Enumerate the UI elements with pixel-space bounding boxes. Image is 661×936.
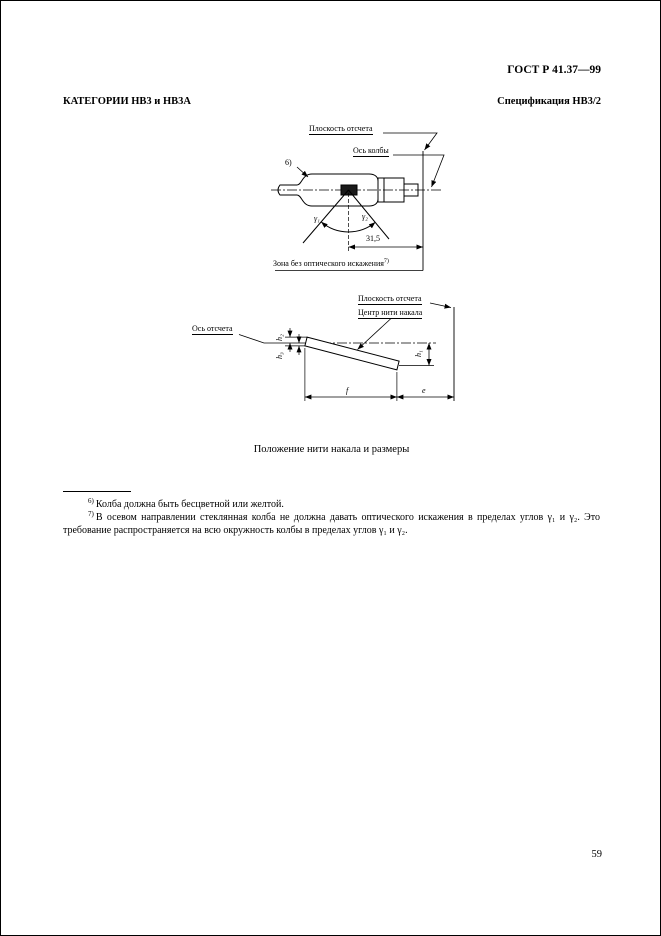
page-number: 59 [591,849,603,860]
bulb-body-bottom [297,195,378,206]
figure-filament-position: Плоскость отсчета Центр нити накала Ось … [186,291,486,441]
fig1-zone-footnote-ref: 7) [383,258,389,265]
bulb-terminal [404,184,418,196]
reference-axis-line [239,335,436,344]
filament-center-leader [358,319,392,350]
fig2-dim-h2-label: h₂ [274,334,284,341]
fig2-reference-plane-label: Плоскость отсчета [358,294,422,306]
reference-plane-leader [430,303,451,309]
fig1-dim-31-5: 31,5 [366,234,380,243]
fig1-gamma2-label: γ₂ [362,212,368,221]
footnote-7-marker: 7) [88,509,94,518]
fig2-dim-h3-label: h₃ [274,352,284,359]
bulb-footnote-leader [297,167,308,177]
figure2-drawing [186,291,486,441]
bulb-axis-leader [393,155,444,187]
figure-caption: Положение нити накала и размеры [253,444,410,455]
footnote-7: 7)В осевом направлении стеклянная колба … [63,509,600,537]
fig1-bulb-axis-label: Ось колбы [353,146,389,158]
fig2-dim-e-label: e [422,386,426,395]
distortion-angle-lines [303,190,389,251]
footnotes-block: 6)Колба должна быть бесцветной или желто… [63,496,600,538]
fig1-zone-label-text: Зона без оптического искажения [273,259,384,268]
footnote-6: 6)Колба должна быть бесцветной или желто… [63,496,600,511]
leader-lines [358,303,452,350]
fig1-zone-label: Зона без оптического искажения7) [273,258,389,268]
fig1-bulb-footnote-ref: 6) [285,158,292,167]
footnote-divider [63,491,131,492]
spec-title: Спецификация НВ3/2 [497,96,601,107]
footnote-7-text: В осевом направлении стеклянная колба не… [63,512,600,537]
footnote-6-marker: 6) [88,496,94,505]
filament-body [305,337,399,370]
fig1-reference-plane-label: Плоскость отсчета [309,124,373,136]
bulb-body-top [297,174,378,185]
exhaust-tube [278,185,297,195]
leader-lines [297,133,444,187]
angle-arc [321,222,375,232]
fig2-filament-center-label: Центр нити накала [358,308,423,320]
footnote-6-text: Колба должна быть бесцветной или желтой. [95,499,284,510]
fig2-dim-f-label: f [346,386,349,395]
figure1-drawing [251,121,491,281]
doc-number: ГОСТ Р 41.37—99 [507,64,601,76]
reference-plane-leader [383,133,437,150]
fig2-reference-axis-label: Ось отсчета [192,324,233,336]
fig2-dim-h1-label: h₁ [413,350,423,357]
fig1-gamma1-label: γ₁ [314,214,320,223]
category-title: КАТЕГОРИИ НВ3 и НВ3А [63,96,191,107]
figure-bulb-side-view: Плоскость отсчета Ось колбы 6) γ₁ γ₂ 31,… [251,121,491,281]
